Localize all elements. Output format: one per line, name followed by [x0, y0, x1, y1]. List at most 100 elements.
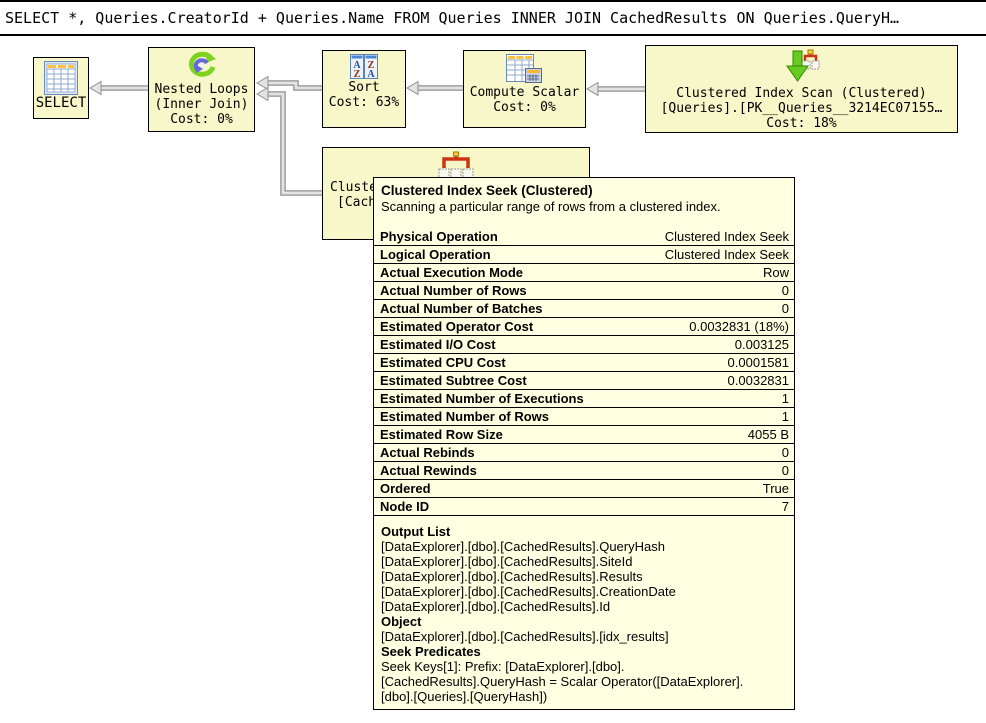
node-label: Clustered Index Scan (Clustered): [676, 86, 927, 101]
tooltip-row: Estimated Row Size 4055 B: [374, 426, 794, 444]
tooltip-row: Physical Operation Clustered Index Seek: [374, 228, 794, 246]
property-label: Actual Execution Mode: [380, 265, 524, 280]
plan-node-select[interactable]: SELECT: [33, 57, 89, 119]
property-value: 0: [781, 283, 789, 298]
tooltip-row: Actual Number of Batches 0: [374, 300, 794, 318]
section-heading: Seek Predicates: [381, 644, 481, 659]
tooltip-section-output-list: Output List [DataExplorer].[dbo].[Cached…: [381, 524, 787, 614]
output-list-item: [DataExplorer].[dbo].[CachedResults].Sit…: [381, 554, 633, 569]
property-value: 0: [781, 463, 789, 478]
property-value: Clustered Index Seek: [664, 247, 789, 262]
node-object: [Cach: [337, 195, 377, 210]
tooltip-row: Actual Rewinds 0: [374, 462, 794, 480]
seek-predicate-line: [dbo].[Queries].[QueryHash]): [381, 689, 548, 704]
property-value: Clustered Index Seek: [664, 229, 789, 244]
arrow-scan-to-computescalar: [586, 81, 645, 97]
node-object: [Queries].[PK__Queries__3214EC07155…: [660, 101, 943, 116]
node-sublabel: (Inner Join): [154, 97, 249, 112]
svg-text:Z: Z: [354, 69, 361, 79]
property-value: 0.0032831: [727, 373, 789, 388]
tooltip-row: Estimated Number of Rows 1: [374, 408, 794, 426]
tooltip-row: Estimated Subtree Cost 0.0032831: [374, 372, 794, 390]
tooltip-row: Node ID 7: [374, 498, 794, 516]
property-label: Estimated Number of Rows: [380, 409, 550, 424]
property-value: Row: [762, 265, 789, 280]
property-value: 0.003125: [734, 337, 789, 352]
property-label: Actual Rewinds: [380, 463, 477, 478]
property-label: Estimated Number of Executions: [380, 391, 584, 406]
property-value: 0: [781, 445, 789, 460]
node-label: Nested Loops: [154, 82, 249, 97]
compute-scalar-icon: [506, 54, 542, 83]
property-label: Actual Number of Batches: [380, 301, 543, 316]
property-value: 0.0001581: [727, 355, 789, 370]
plan-node-nested-loops[interactable]: Nested Loops (Inner Join) Cost: 0%: [148, 47, 255, 132]
property-label: Estimated I/O Cost: [380, 337, 496, 352]
property-label: Actual Number of Rows: [380, 283, 527, 298]
seek-predicate-line: Seek Keys[1]: Prefix: [DataExplorer].[db…: [381, 659, 625, 674]
output-list-item: [DataExplorer].[dbo].[CachedResults].Res…: [381, 569, 643, 584]
property-value: True: [762, 481, 789, 496]
property-value: 7: [781, 499, 789, 514]
tooltip-description: Scanning a particular range of rows from…: [381, 199, 721, 214]
nested-loops-icon: [188, 51, 216, 77]
seek-predicate-line: [CachedResults].QueryHash = Scalar Opera…: [381, 674, 744, 689]
property-value: 1: [781, 409, 789, 424]
svg-text:A: A: [367, 69, 375, 79]
query-text: SELECT *, Queries.CreatorId + Queries.Na…: [5, 9, 900, 27]
tooltip-row: Estimated Operator Cost 0.0032831 (18%): [374, 318, 794, 336]
plan-node-compute-scalar[interactable]: Compute Scalar Cost: 0%: [463, 50, 586, 128]
tooltip-row: Estimated Number of Executions 1: [374, 390, 794, 408]
node-cost: Cost: 0%: [170, 112, 233, 127]
node-label: Compute Scalar: [469, 85, 580, 100]
query-text-bar: SELECT *, Queries.CreatorId + Queries.Na…: [0, 0, 986, 36]
node-cost: Cost: 0%: [493, 100, 556, 115]
node-label: Cluste: [330, 180, 377, 195]
tooltip-row: Logical Operation Clustered Index Seek: [374, 246, 794, 264]
tooltip-row: Ordered True: [374, 480, 794, 498]
arrow-seek-to-nestedloops: [256, 86, 322, 196]
arrow-nestedloops-to-select: [89, 80, 148, 96]
output-list-item: [DataExplorer].[dbo].[CachedResults].Que…: [381, 539, 665, 554]
property-label: Actual Rebinds: [380, 445, 475, 460]
plan-node-clustered-index-scan[interactable]: Clustered Index Scan (Clustered) [Querie…: [645, 45, 958, 133]
tooltip-row: Estimated I/O Cost 0.003125: [374, 336, 794, 354]
node-cost: Cost: 63%: [328, 95, 400, 110]
output-list-item: [DataExplorer].[dbo].[CachedResults].Id: [381, 599, 611, 614]
tooltip-row: Estimated CPU Cost 0.0001581: [374, 354, 794, 372]
property-label: Node ID: [380, 499, 430, 514]
tooltip-row: Actual Number of Rows 0: [374, 282, 794, 300]
clustered-index-scan-icon: [786, 49, 820, 82]
property-label: Physical Operation: [380, 229, 498, 244]
tooltip-row: Actual Execution Mode Row: [374, 264, 794, 282]
property-value: 4055 B: [747, 427, 789, 442]
svg-text:Z: Z: [368, 60, 375, 71]
section-heading: Output List: [381, 524, 451, 539]
object-name: [DataExplorer].[dbo].[CachedResults].[id…: [381, 629, 669, 644]
property-label: Estimated CPU Cost: [380, 355, 506, 370]
svg-text:A: A: [353, 60, 361, 71]
arrow-sort-to-nestedloops: [256, 75, 322, 91]
property-value: 1: [781, 391, 789, 406]
property-label: Estimated Operator Cost: [380, 319, 534, 334]
property-value: 0.0032831 (18%): [689, 319, 789, 334]
operator-tooltip: Clustered Index Seek (Clustered) Scannin…: [373, 177, 795, 710]
node-label: SELECT: [35, 95, 87, 111]
clustered-index-seek-icon: [438, 151, 474, 179]
tooltip-section-seek-predicates: Seek Predicates Seek Keys[1]: Prefix: [D…: [381, 644, 787, 704]
node-cost: Cost: 18%: [766, 116, 837, 131]
result-table-icon: [44, 61, 78, 95]
property-value: 0: [781, 301, 789, 316]
section-heading: Object: [381, 614, 422, 629]
tooltip-row: Actual Rebinds 0: [374, 444, 794, 462]
plan-node-sort[interactable]: A Z Z A Sort Cost: 63%: [322, 50, 406, 128]
tooltip-title: Clustered Index Seek (Clustered): [381, 183, 593, 198]
arrow-computescalar-to-sort: [406, 80, 463, 96]
property-label: Estimated Subtree Cost: [380, 373, 527, 388]
property-label: Estimated Row Size: [380, 427, 503, 442]
property-label: Ordered: [380, 481, 431, 496]
property-label: Logical Operation: [380, 247, 491, 262]
output-list-item: [DataExplorer].[dbo].[CachedResults].Cre…: [381, 584, 676, 599]
